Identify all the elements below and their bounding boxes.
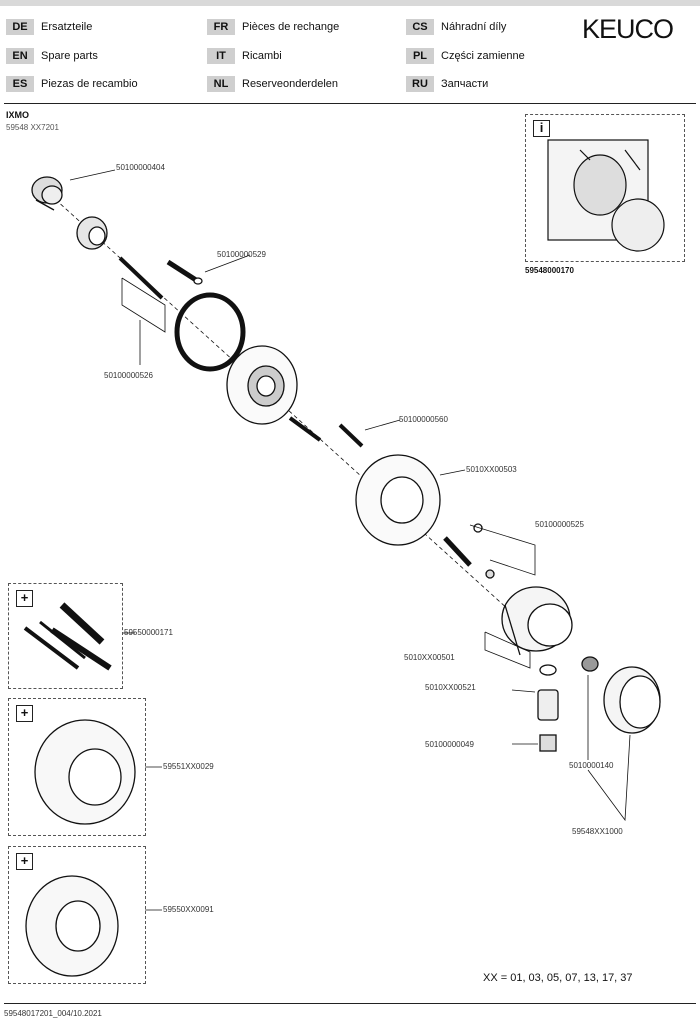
kit3-cover: [25, 875, 119, 977]
leader-p1: [69, 169, 116, 181]
footer-divider: [4, 1003, 696, 1004]
kit-box-screws: [8, 583, 123, 689]
part-number-label: 50100000049: [425, 740, 474, 749]
kit2-rosette: [34, 719, 136, 825]
part-number-label: 50100000525: [535, 520, 584, 529]
sleeve-part: [76, 216, 108, 250]
kit1-screws: [23, 602, 112, 671]
o-ring-part: [174, 292, 246, 372]
plus-tag-icon: +: [16, 705, 33, 722]
leader-p11: [587, 734, 631, 822]
inset-part-number: 59548000170: [525, 266, 574, 275]
product-title: IXMO: [6, 110, 30, 120]
aerator-part: [581, 656, 599, 672]
part-number-label: 50100000529: [217, 250, 266, 259]
top-bar: [0, 0, 700, 6]
plus-tag-icon: +: [16, 590, 33, 607]
kit-box-rosette: [8, 698, 146, 836]
plus-tag-icon: +: [16, 853, 33, 870]
part-number-label: 5010XX00501: [404, 653, 455, 662]
inset-valve-body: [547, 139, 665, 252]
brand-logo: KEUCO: [582, 14, 674, 44]
filter-part: [537, 689, 559, 721]
screw-pair-mid: [288, 416, 364, 448]
kit-part-number: 59551XX0029: [163, 762, 214, 771]
leader-p2: [204, 254, 251, 273]
base-plate-part: [226, 345, 298, 425]
part-number-label: 50100000526: [104, 371, 153, 380]
kit-part-number: 59550XX0091: [163, 905, 214, 914]
leader-box-p3: [121, 277, 166, 333]
inset-box: [525, 114, 685, 262]
knob-part: [603, 666, 661, 734]
info-tag-icon: i: [533, 120, 550, 137]
leader-p8: [511, 689, 536, 693]
part-number-label: 5010000140: [569, 761, 614, 770]
kit-leaders: [123, 632, 162, 911]
leader-p5: [439, 469, 466, 476]
part-number-label: 50100000560: [399, 415, 448, 424]
header-divider: [4, 103, 696, 104]
leader-p4: [364, 419, 401, 431]
document-number: 59548017201_004/10.2021: [4, 1009, 102, 1018]
seal-ring-part: [539, 664, 557, 676]
part-number-label: 5010XX00521: [425, 683, 476, 692]
part-number-label: 50100000404: [116, 163, 165, 172]
spindle-parts: [443, 523, 495, 579]
leader-box-p6: [469, 524, 536, 576]
screw-pair-top: [118, 256, 203, 300]
kit-part-number: 59550000171: [124, 628, 173, 637]
product-subtitle: 59548 XX7201: [6, 123, 59, 132]
cartridge-cap-part: [31, 176, 63, 211]
mixer-handle-part: [501, 586, 573, 656]
color-variants-note: XX = 01, 03, 05, 07, 13, 17, 37: [483, 972, 633, 984]
valve-insert-part: [539, 734, 557, 752]
kit-box-cover: [8, 846, 146, 984]
part-number-label: 5010XX00503: [466, 465, 517, 474]
part-number-label: 59548XX1000: [572, 827, 623, 836]
cover-plate-part: [355, 454, 441, 546]
leader-box-p7: [484, 631, 531, 669]
